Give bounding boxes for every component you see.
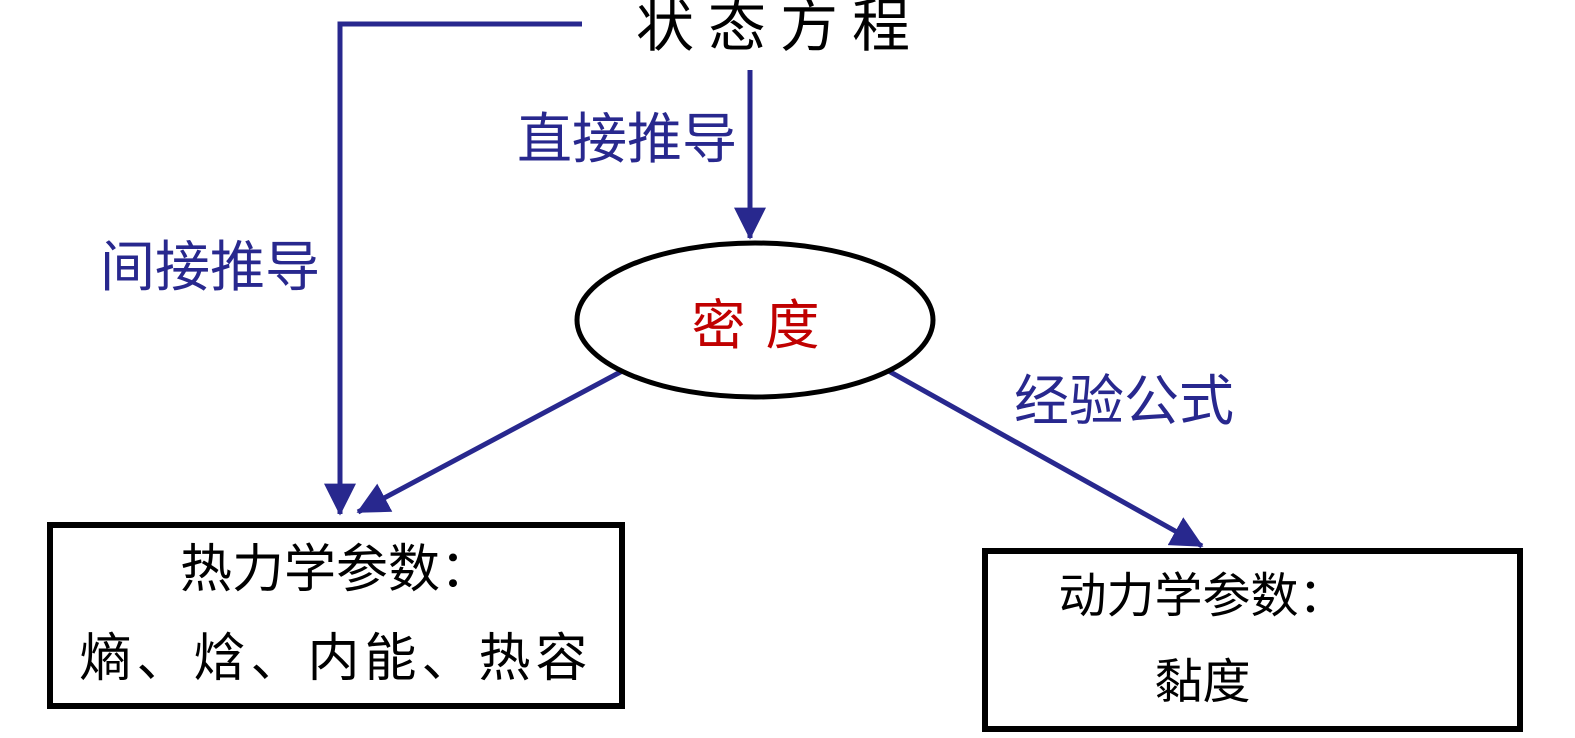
indirect-derivation-connector — [323, 21, 582, 516]
kinetic-parameters-node: 动力学参数： 黏度 — [982, 548, 1523, 732]
thermodynamic-parameters-items: 熵、焓、内能、热容 — [79, 630, 593, 688]
density-node-ellipse — [574, 240, 936, 400]
density-to-kinetic-connector — [883, 366, 1204, 549]
direct-derivation-label: 直接推导 — [517, 109, 738, 170]
indirect-derivation-label: 间接推导 — [100, 237, 321, 298]
density-node: 密度 — [578, 243, 933, 397]
density-to-thermo-connector — [356, 366, 628, 515]
density-node-label: 密度 — [691, 295, 840, 356]
thermodynamic-parameters-title: 热力学参数： — [179, 542, 492, 600]
thermodynamic-parameters-node: 热力学参数： 熵、焓、内能、热容 — [47, 522, 625, 709]
equation-of-state-node: 状态方程 — [636, 0, 925, 59]
kinetic-parameters-title: 动力学参数： — [1058, 569, 1347, 623]
empirical-formula-label: 经验公式 — [1014, 371, 1235, 432]
kinetic-parameters-items: 黏度 — [1154, 656, 1251, 709]
